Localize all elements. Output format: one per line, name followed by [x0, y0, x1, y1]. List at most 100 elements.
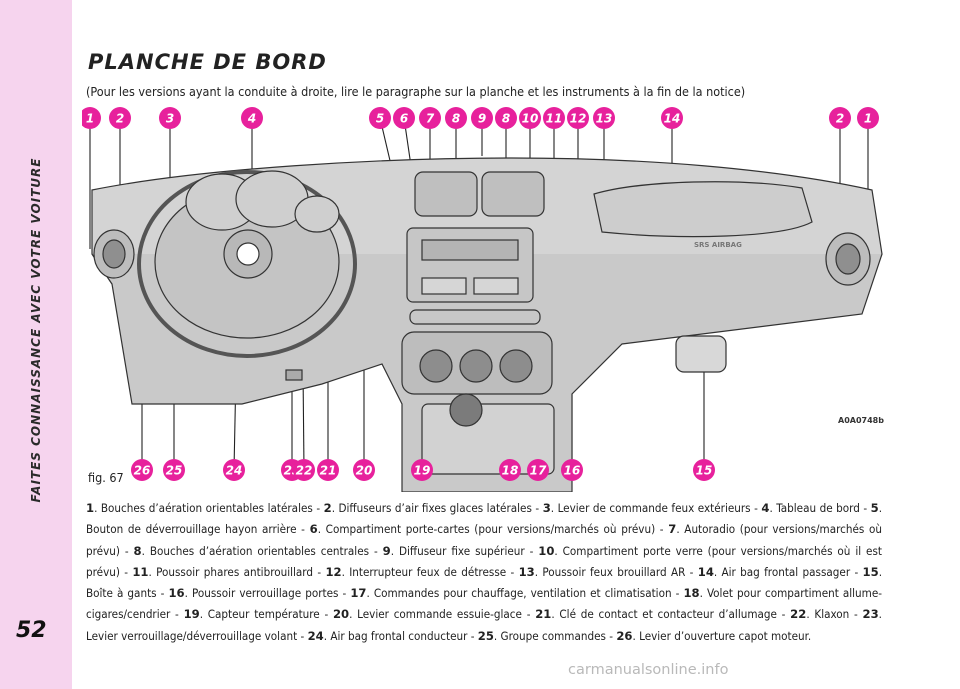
top-callout-number: 11	[546, 112, 563, 126]
legend-description: . Bouton de déverrouillage hayon arrière…	[86, 501, 882, 537]
legend-description: . Poussoir verrouillage portes -	[184, 586, 351, 601]
legend-description: . Diffuseur fixe supérieur -	[390, 543, 539, 558]
legend-number: 6	[309, 522, 318, 537]
top-callout-number: 5	[376, 112, 384, 126]
top-callout-number: 2	[116, 112, 124, 126]
legend-description: . Poussoir feux brouillard AR -	[534, 564, 698, 579]
bottom-callout-badge	[163, 459, 185, 481]
top-callout-number: 8	[452, 112, 460, 126]
legend-description: . Compartiment porte verre (pour version…	[86, 543, 882, 579]
bottom-callout-badge	[561, 459, 583, 481]
legend-description: . Volet pour compartiment allume-cigares…	[86, 586, 883, 622]
bottom-callout-badge	[223, 459, 245, 481]
section-title: FAITES CONNAISSANCE AVEC VOTRE VOITURE	[14, 50, 58, 610]
section-title-text: FAITES CONNAISSANCE AVEC VOTRE VOITURE	[29, 157, 43, 503]
legend-number: 4	[761, 501, 770, 515]
bottom-callout-badge	[131, 459, 153, 481]
legend-number: 14	[697, 564, 714, 579]
bottom-callout-number: 20	[356, 464, 373, 478]
legend-number: 12	[325, 564, 342, 579]
bottom-callout-badge	[353, 459, 375, 481]
bottom-callout-badge	[293, 459, 315, 481]
top-callout-number: 8	[502, 112, 510, 126]
bottom-callout-number: 18	[502, 464, 519, 478]
top-callout-number: 7	[426, 112, 435, 126]
legend-number: 9	[382, 543, 391, 558]
legend-number: 1	[86, 501, 95, 515]
page-subtitle: (Pour les versions ayant la conduite à d…	[86, 84, 746, 99]
legend-text: 1. Bouches d’aération orientables latéra…	[86, 498, 882, 647]
legend-description: . Commandes pour chauffage, ventilation …	[366, 586, 684, 601]
legend-number: 17	[350, 586, 367, 601]
legend-number: 15	[862, 564, 879, 579]
legend-description: . Klaxon -	[806, 607, 863, 622]
bottom-callout-number: 17	[530, 464, 547, 478]
legend-number: 7	[668, 522, 677, 537]
legend-description: . Clé de contact et contacteur d’allumag…	[551, 607, 791, 622]
legend-number: 16	[168, 586, 185, 601]
legend-description: . Poussoir phares antibrouillard -	[148, 564, 326, 579]
top-callout-badge	[241, 107, 263, 129]
bottom-callout-badge	[499, 459, 521, 481]
top-callout-badge	[393, 107, 415, 129]
top-callout-badge	[519, 107, 541, 129]
legend-number: 11	[132, 564, 149, 579]
legend-number: 22	[790, 607, 807, 622]
bottom-callout-badge	[527, 459, 549, 481]
top-callout-badge	[543, 107, 565, 129]
legend-number: 3	[542, 501, 551, 515]
top-callout-badge	[661, 107, 683, 129]
legend-number: 26	[616, 628, 633, 643]
top-callout-badge	[159, 107, 181, 129]
bottom-callout-badge	[411, 459, 433, 481]
legend-description: . Diffuseurs d’air fixes glaces latérale…	[331, 501, 543, 515]
top-callout-badge	[82, 107, 101, 129]
legend-description: . Capteur température -	[199, 607, 333, 622]
watermark: carmanualsonline.info	[568, 662, 729, 678]
bottom-callout-badge	[693, 459, 715, 481]
legend-description: . Levier commande essuie-glace -	[349, 607, 536, 622]
legend-number: 21	[535, 607, 552, 622]
bottom-callout-badge	[317, 459, 339, 481]
dashboard-drawing	[91, 157, 883, 492]
legend-description: . Air bag frontal passager -	[713, 564, 863, 579]
legend-number: 20	[332, 607, 350, 622]
page-title: PLANCHE DE BORD	[88, 50, 327, 74]
legend-description: . Bouches d’aération orientables latéral…	[94, 501, 324, 515]
legend-number: 19	[183, 607, 200, 622]
airbag-label: SRS AIRBAG	[694, 241, 742, 249]
top-callout-number: 14	[664, 112, 681, 126]
top-callout-number: 12	[570, 112, 587, 126]
top-callout-badge	[829, 107, 851, 129]
figure-code: A0A0748b	[838, 416, 884, 425]
page-number: 52	[16, 618, 47, 643]
legend-description: . Boîte à gants -	[86, 564, 882, 601]
legend-description: . Air bag frontal conducteur -	[323, 628, 478, 643]
legend-number: 10	[538, 543, 555, 558]
top-callout-number: 10	[522, 112, 539, 126]
top-callout-number: 6	[400, 112, 408, 126]
legend-number: 13	[518, 564, 535, 579]
legend-description: . Levier de commande feux extérieurs -	[550, 501, 762, 515]
bottom-callout-number: 22	[296, 464, 313, 478]
bottom-callout-number: 21	[320, 464, 337, 478]
legend-number: 2	[323, 501, 332, 515]
legend-number: 24	[307, 628, 324, 643]
top-callout-badge	[593, 107, 615, 129]
top-callout-number: 4	[247, 112, 256, 126]
top-callout-number: 9	[478, 112, 486, 126]
legend-description: . Levier verrouillage/déverrouillage vol…	[86, 607, 882, 643]
top-callout-badge	[445, 107, 467, 129]
legend-number: 5	[870, 501, 879, 515]
top-callout-number: 13	[596, 112, 613, 126]
top-callout-badge	[471, 107, 493, 129]
top-callout-badge	[109, 107, 131, 129]
bottom-callout-number: 16	[564, 464, 581, 478]
legend-description: . Groupe commandes -	[493, 628, 617, 643]
legend-number: 23	[862, 607, 879, 622]
legend-description: . Tableau de bord -	[769, 501, 871, 515]
top-callout-badge	[369, 107, 391, 129]
